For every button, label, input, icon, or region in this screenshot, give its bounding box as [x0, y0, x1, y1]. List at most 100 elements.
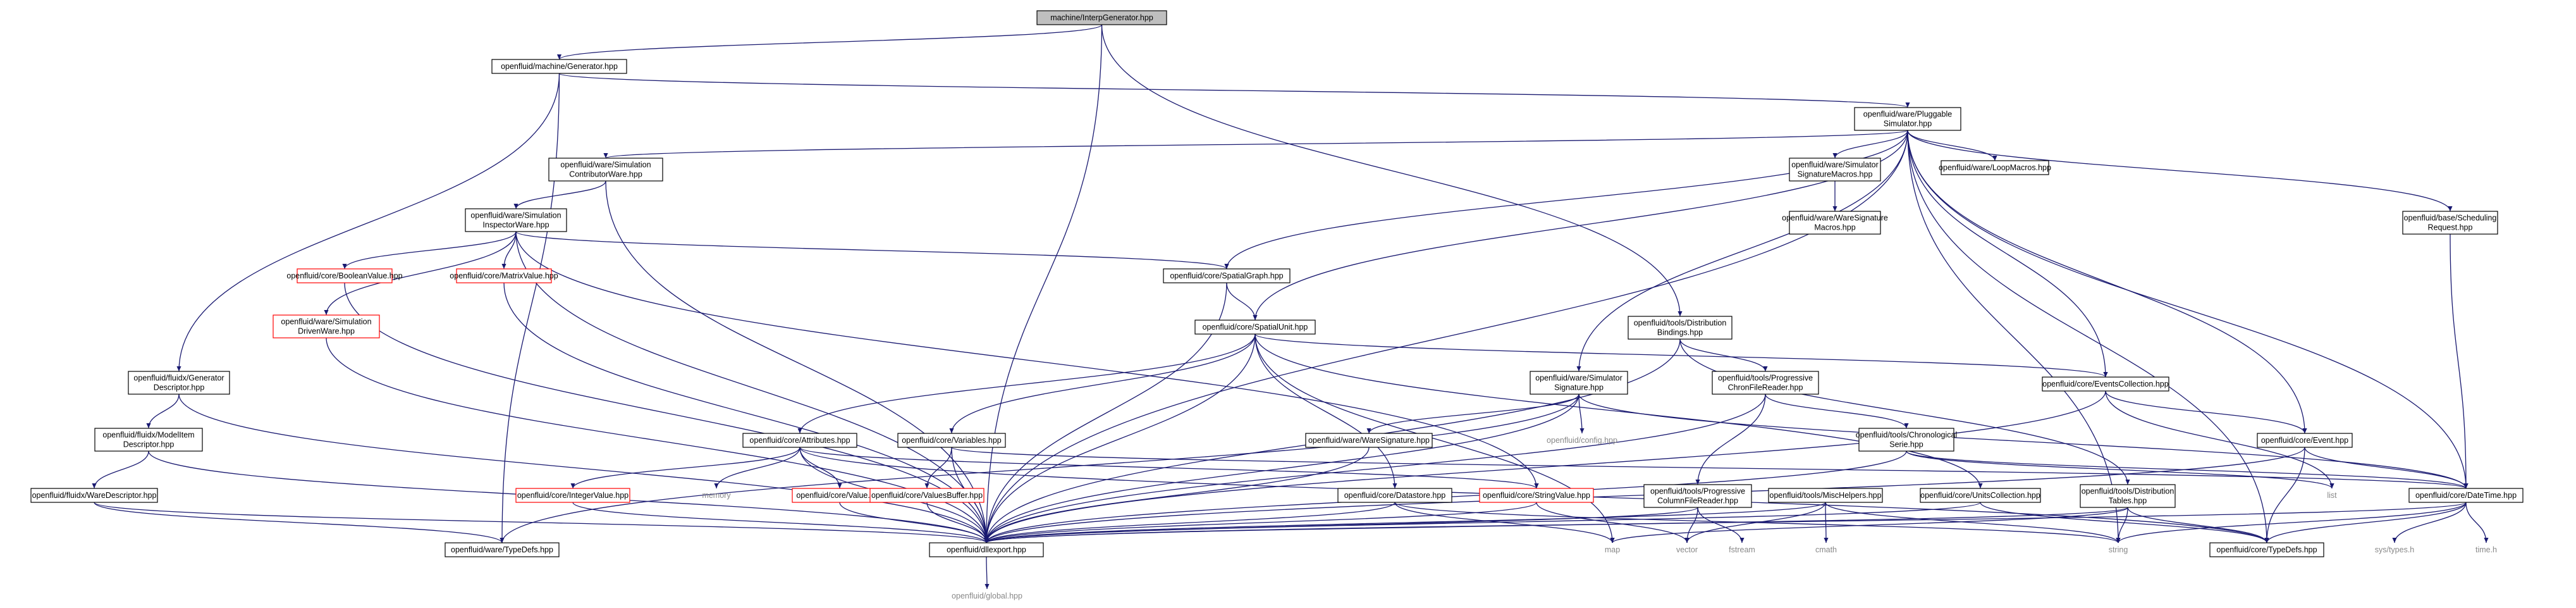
node-box [1479, 488, 1594, 503]
node-label: cmath [1815, 545, 1837, 554]
edge-inspector-to-matrixval [501, 231, 517, 270]
node-openfluid-core-eventscollection-hpp[interactable]: openfluid/core/EventsCollection.hpp [2042, 376, 2169, 392]
node-box [2080, 484, 2176, 508]
node-openfluid-core-integervalue-hpp[interactable]: openfluid/core/IntegerValue.hpp [515, 488, 630, 503]
edge-pluggable-to-spatialgraph [1224, 130, 1908, 270]
node-openfluid-core-typedefs-hpp[interactable]: openfluid/core/TypeDefs.hpp [2209, 542, 2324, 557]
node-openfluid-core-booleanvalue-hpp[interactable]: openfluid/core/BooleanValue.hpp [286, 268, 403, 283]
node-openfluid-ware-loopmacros-hpp[interactable]: openfluid/ware/LoopMacros.hpp [1939, 160, 2051, 175]
node-box [1305, 433, 1433, 448]
node-label: openfluid/core/UnitsCollection.hpp [1920, 491, 2040, 500]
node-label: openfluid/tools/Progressive [1718, 374, 1813, 383]
node-label: openfluid/core/SpatialGraph.hpp [1170, 271, 1283, 280]
edge-inspector-to-dllexport [515, 231, 989, 543]
node-openfluid-core-stringvalue-hpp[interactable]: openfluid/core/StringValue.hpp [1479, 488, 1594, 503]
edge-mischelp-to-cmath [1824, 502, 1829, 543]
node-label: openfluid/machine/Generator.hpp [501, 62, 618, 71]
edge-gen-to-pluggable [558, 73, 1910, 108]
node-box [128, 371, 230, 395]
node-openfluid-core-spatialgraph-hpp[interactable]: openfluid/core/SpatialGraph.hpp [1163, 268, 1291, 283]
node-openfluid-ware-simulation-inspectorware-hpp[interactable]: openfluid/ware/SimulationInspectorWare.h… [465, 208, 567, 232]
node-label: openfluid/ware/Simulator [1535, 374, 1622, 383]
edge-spatialunit-to-datastore [1254, 333, 1397, 489]
node-box [1712, 371, 1819, 395]
edge-spatialunit-to-eventscoll [1254, 333, 2108, 378]
edge-attributes-to-stringval [799, 447, 1539, 489]
node-map: map [1605, 545, 1620, 554]
node-openfluid-core-matrixvalue-hpp[interactable]: openfluid/core/MatrixValue.hpp [450, 268, 558, 283]
node-openfluid-dllexport-hpp[interactable]: openfluid/dllexport.hpp [929, 542, 1044, 557]
node-label: Macros.hpp [1814, 223, 1855, 232]
node-openfluid-ware-simulation-contributorware-hpp[interactable]: openfluid/ware/SimulationContributorWare… [548, 158, 663, 182]
node-sys-types-h: sys/types.h [2375, 545, 2415, 554]
edge-pluggable-to-string [1907, 130, 2121, 543]
node-openfluid-fluidx-waredescriptor-hpp[interactable]: openfluid/fluidx/WareDescriptor.hpp [30, 488, 158, 503]
edge-pluggable-to-simsig [1576, 130, 1908, 372]
edge-root-to-distbind [1101, 24, 1683, 317]
node-openfluid-ware-waresignature-hpp[interactable]: openfluid/ware/WareSignature.hpp [1305, 433, 1433, 448]
node-label: openfluid/tools/Chronological [1856, 431, 1958, 440]
edge-datetime-to-timeh [2465, 502, 2489, 543]
node-label: SignatureMacros.hpp [1798, 170, 1873, 179]
node-openfluid-machine-generator-hpp[interactable]: openfluid/machine/Generator.hpp [491, 59, 627, 74]
node-openfluid-tools-progressive-chronfilereader-hpp[interactable]: openfluid/tools/ProgressiveChronFileRead… [1712, 371, 1819, 395]
edge-gen-to-gendesc [176, 73, 560, 372]
node-openfluid-ware-simulator-signaturemacros-hpp[interactable]: openfluid/ware/SimulatorSignatureMacros.… [1789, 158, 1881, 182]
node-openfluid-core-datetime-hpp[interactable]: openfluid/core/DateTime.hpp [2408, 488, 2524, 503]
node-openfluid-core-event-hpp[interactable]: openfluid/core/Event.hpp [2257, 433, 2353, 448]
node-label: Tables.hpp [2109, 497, 2147, 506]
node-box [1530, 371, 1628, 395]
node-fstream: fstream [1729, 545, 1755, 554]
edge-datastore-to-map [1394, 502, 1615, 543]
edge-variables-to-valuesbuf [924, 447, 952, 489]
node-machine-interpgenerator-hpp[interactable]: machine/InterpGenerator.hpp [1036, 10, 1167, 25]
edge-inspector-to-boolval [342, 231, 517, 270]
node-box [1163, 268, 1291, 283]
node-label: Descriptor.hpp [123, 440, 175, 449]
edge-disttables-to-coretypedefs [2127, 507, 2269, 543]
node-openfluid-core-attributes-hpp[interactable]: openfluid/core/Attributes.hpp [742, 433, 857, 448]
node-memory: memory [702, 491, 731, 500]
node-box [273, 314, 380, 338]
edge-progchron-to-chronserie [1765, 394, 1909, 429]
node-label: map [1605, 545, 1620, 554]
node-label: Simulator.hpp [1884, 120, 1932, 128]
node-label: openfluid/ware/WareSignature.hpp [1308, 436, 1430, 445]
node-openfluid-tools-progressive-columnfilereader-hpp[interactable]: openfluid/tools/ProgressiveColumnFileRea… [1643, 484, 1752, 508]
node-box [456, 268, 552, 283]
edge-datetime-to-string [2116, 502, 2467, 543]
node-label: openfluid/fluidx/WareDescriptor.hpp [32, 491, 157, 500]
node-label: sys/types.h [2375, 545, 2415, 554]
node-openfluid-tools-mischelpers-hpp[interactable]: openfluid/tools/MiscHelpers.hpp [1768, 488, 1883, 503]
node-label: openfluid/core/Datastore.hpp [1344, 491, 1446, 500]
edge-progchron-to-progcol [1695, 394, 1766, 485]
node-box [2209, 542, 2324, 557]
node-label: openfluid/core/EventsCollection.hpp [2042, 380, 2168, 388]
node-box [1036, 10, 1167, 25]
edge-mischelp-to-vector [1684, 502, 1826, 543]
node-openfluid-core-unitscollection-hpp[interactable]: openfluid/core/UnitsCollection.hpp [1920, 488, 2041, 503]
node-box [1194, 320, 1316, 335]
node-openfluid-core-variables-hpp[interactable]: openfluid/core/Variables.hpp [897, 433, 1006, 448]
node-openfluid-core-value-hpp[interactable]: openfluid/core/Value.hpp [792, 488, 888, 503]
edge-matrixval-to-dllexport [503, 282, 989, 543]
node-openfluid-core-datastore-hpp[interactable]: openfluid/core/Datastore.hpp [1337, 488, 1452, 503]
edge-gendesc-to-modelitem [146, 394, 180, 429]
node-openfluid-core-spatialunit-hpp[interactable]: openfluid/core/SpatialUnit.hpp [1194, 320, 1316, 335]
node-openfluid-core-valuesbuffer-hpp[interactable]: openfluid/core/ValuesBuffer.hpp [869, 488, 984, 503]
node-box [1789, 158, 1881, 182]
edge-chronserie-to-list [1906, 450, 2334, 489]
node-label: memory [702, 491, 731, 500]
node-openfluid-ware-typedefs-hpp[interactable]: openfluid/ware/TypeDefs.hpp [445, 542, 560, 557]
node-box [2408, 488, 2524, 503]
